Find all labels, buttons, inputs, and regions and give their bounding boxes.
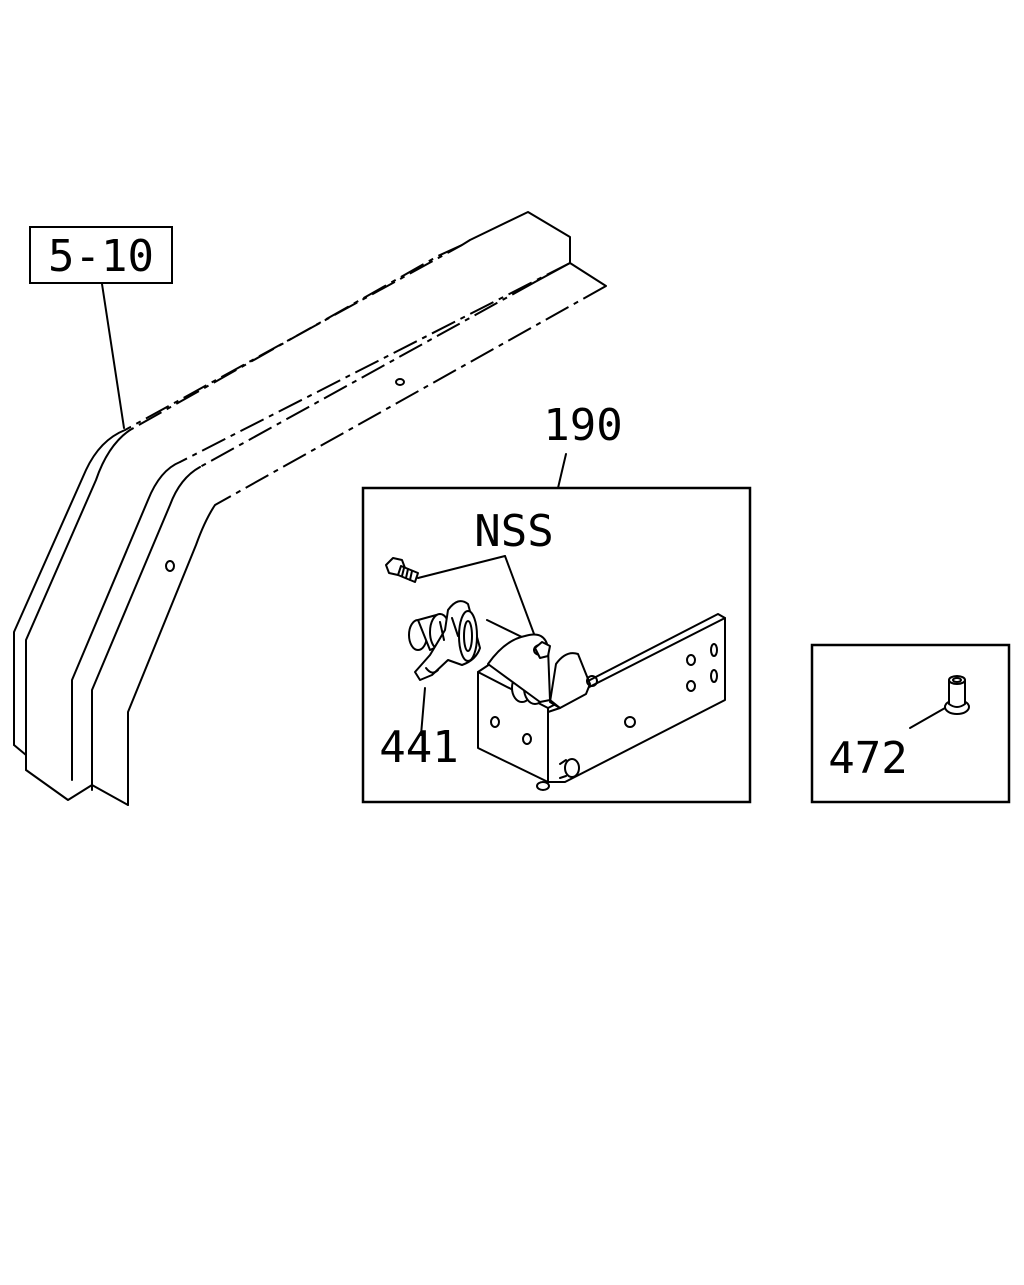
roller-441 <box>408 600 481 681</box>
assembly-190-leader <box>557 453 567 489</box>
main-bracket <box>477 613 726 791</box>
nss-leader-2 <box>504 555 538 643</box>
nss-leader-1 <box>417 555 506 579</box>
frame-ref-leader <box>101 283 125 429</box>
part-441-leader <box>420 687 426 736</box>
bolt <box>385 557 419 583</box>
assembly-190-callout: 190 <box>361 400 752 804</box>
part-441-label: 441 <box>379 722 458 773</box>
part-441-callout: 441 <box>379 687 459 773</box>
assembly-190-label: 190 <box>543 400 622 451</box>
part-472-box <box>810 643 1011 804</box>
rivet-472 <box>944 675 970 715</box>
assembly-190-box <box>361 486 752 804</box>
nss-callout: NSS <box>417 506 554 643</box>
nss-label: NSS <box>474 506 553 557</box>
frame-rail <box>13 211 607 806</box>
part-472-leader <box>909 707 946 729</box>
frame-ref-callout: 5-10 <box>29 226 173 429</box>
part-472-callout: 472 <box>810 643 1011 804</box>
frame-ref-box <box>29 226 173 284</box>
part-472-label: 472 <box>828 733 907 784</box>
frame-ref-label: 5-10 <box>48 231 154 282</box>
